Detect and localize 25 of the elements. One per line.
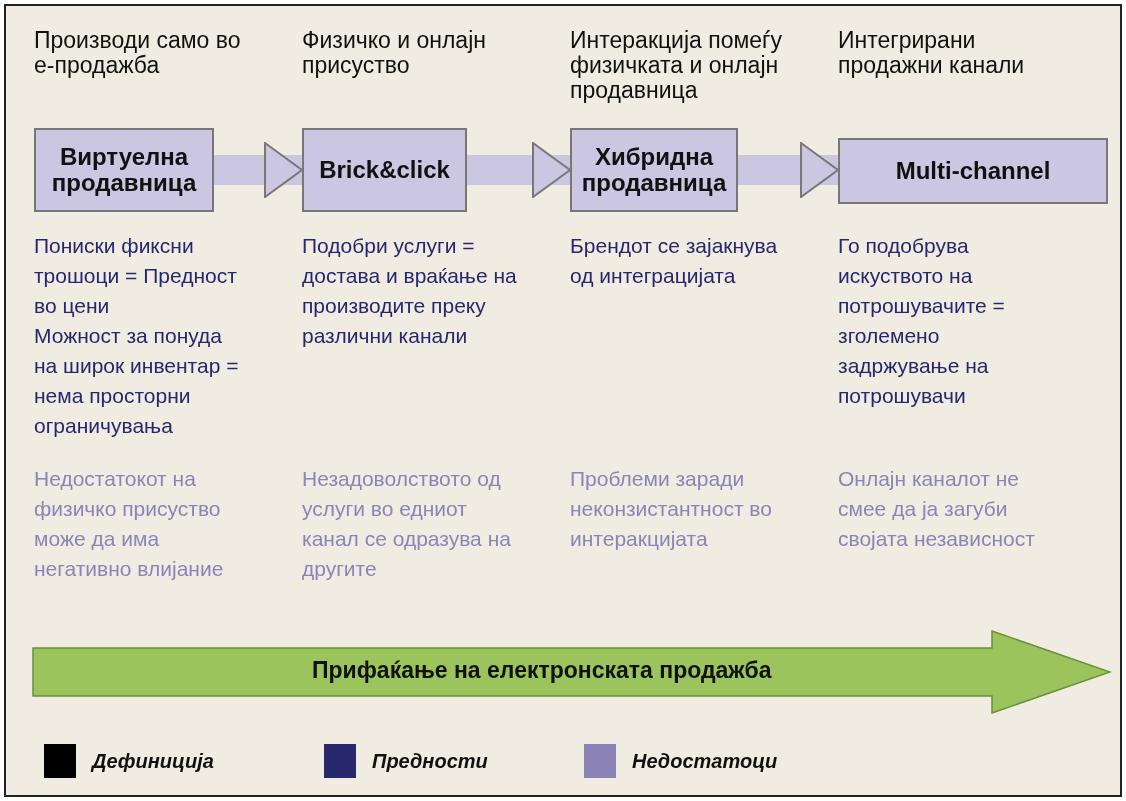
advantage-text: Можност за понуда на широк инвентар = нема просторни ограничувања — [34, 323, 239, 439]
stage-heading: Производи само во е-продажба — [34, 28, 242, 78]
stage-heading: Физичко и онлајн присуство — [302, 28, 487, 78]
stage-box: Виртуелна продавница — [34, 128, 214, 212]
disadvantage-text: Проблеми заради неконзистантност во интеракцијата — [570, 466, 773, 552]
disadvantage-text: Онлајн каналот не смее да ја загуби својата независност — [838, 466, 1036, 552]
disadvantage-text: Недостатокот на физичко присуство може да има негативно влијание — [34, 466, 225, 582]
block-arrow — [738, 142, 839, 198]
stage-box: Multi-channel — [838, 138, 1108, 204]
advantage-text: Пониски фиксни трошоци = Предност во цени — [34, 233, 238, 319]
advantage-text: Подобри услуги = достава и враќање на производите преку различни канали — [302, 233, 517, 349]
legend-label: Недостатоци — [632, 750, 778, 773]
block-arrow — [467, 142, 571, 198]
legend-label: Предности — [372, 750, 488, 773]
disadvantage-text: Незадоволството од услуги во едниот канал се одразува на другите — [302, 466, 512, 582]
stage-box: Brick&click — [302, 128, 467, 212]
stage-heading: Интегрирани продажни канали — [838, 28, 1026, 78]
stage-box: Хибридна продавница — [570, 128, 738, 212]
advantage-text: Го подобрува искуството на потрошувачите = зголемено задржување на потрошувачи — [838, 233, 1006, 409]
block-arrow — [214, 142, 303, 198]
stage-heading: Интеракција помеѓу физичката и онлајн продавница — [570, 28, 783, 103]
legend-label: Дефиниција — [92, 750, 214, 773]
advantage-text: Брендот се зајакнува од интеграцијата — [570, 233, 779, 289]
banner-text: Прифаќање на електронската продажба — [312, 657, 772, 684]
progress-arrow — [32, 630, 1112, 714]
